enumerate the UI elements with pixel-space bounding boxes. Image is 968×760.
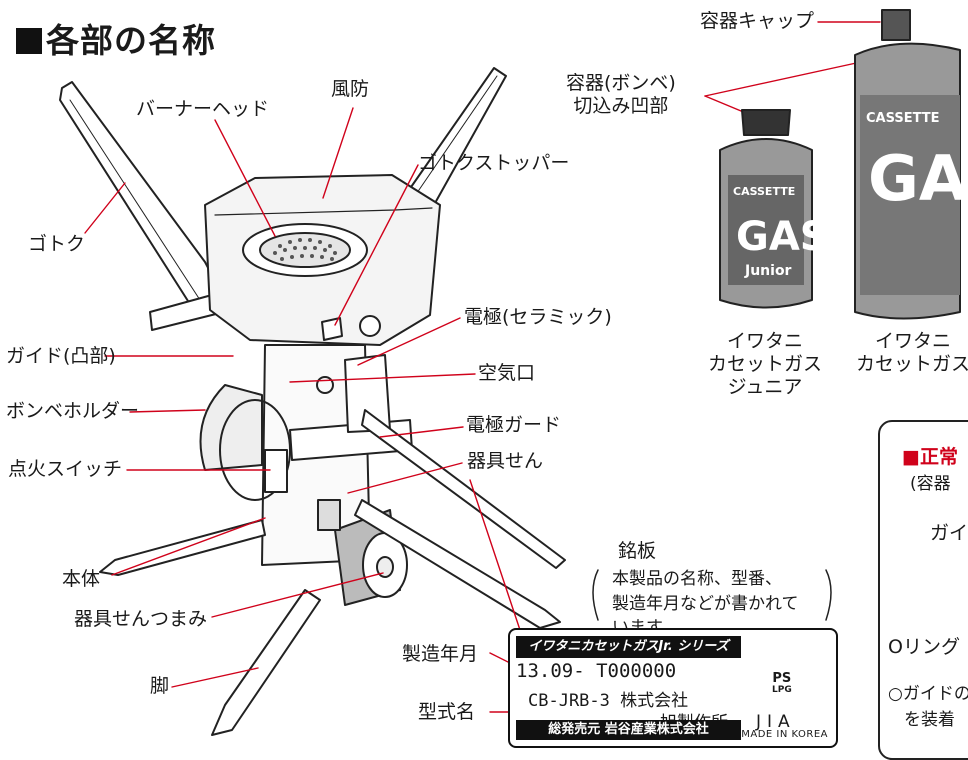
nameplate-footer: 総発売元 岩谷産業株式会社 [516,720,741,740]
label-model-name: 型式名 [418,701,476,723]
label-burner-head: バーナーヘッド [136,98,270,120]
label-manufacture-date: 製造年月 [402,643,479,665]
leg-front [211,589,321,736]
label-bombe-holder: ボンベホルダー [6,400,140,422]
nameplate-date-line: 13.09- T000000 [516,660,677,682]
regular-caption-line2: カセットガス [855,352,968,375]
label-gotoku-stopper: ゴトクストッパー [418,152,570,174]
junior-caption-line3: ジュニア [727,375,803,398]
label-nameplate: 銘板 [618,540,657,562]
ps-lpg-mark: PS LPG [772,671,792,696]
label-valve-knob: 器具せんつまみ [74,608,208,630]
title-square-icon [16,28,42,54]
infobox-oring: Oリング [888,636,960,658]
nameplate-model-line: CB-JRB-3 株式会社 [528,691,689,711]
label-guide: ガイド(凸部) [6,345,116,367]
gotoku-stopper [321,317,343,341]
label-windscreen: 風防 [331,78,370,100]
label-can-cap: 容器キャップ [700,10,815,32]
normal-setup-box: ■正常 (容器 ガイ Oリング ○ガイドの を装着 [878,420,968,760]
label-electrode-guard: 電極ガード [466,414,562,436]
label-valve: 器具せん [467,450,544,472]
title-text: 各部の名称 [46,21,216,60]
label-can-notch-line1: 容器(ボンベ) [566,72,676,94]
label-gotoku: ゴトク [28,233,86,255]
jia-mark: JIA [756,712,796,732]
leg-left [99,519,266,576]
ps-mark-text: PS [772,671,792,686]
junior-caption-line1: イワタニ [726,330,803,352]
label-can-notch: 容器(ボンベ) 切込み凹部 [566,72,676,118]
regular-can [854,9,961,320]
made-in-label: MADE IN KOREA [741,729,828,740]
infobox-note-line2: を装着 [904,710,955,730]
ignition-switch [264,449,288,493]
nameplate-note-line1: 本製品の名称、型番、 [612,569,782,589]
nameplate-header: イワタニカセットガスJr. シリーズ [516,636,741,658]
regular-print-big: GAS [868,142,968,215]
label-electrode: 電極(セラミック) [464,306,612,328]
label-body: 本体 [62,568,101,590]
junior-can [719,109,813,309]
junior-print-sub: Junior [744,263,792,279]
infobox-heading: ■正常 [902,446,958,468]
label-ignition-switch: 点火スイッチ [8,458,123,480]
nameplate: イワタニカセットガスJr. シリーズ 13.09- T000000 CB-JRB… [508,628,838,748]
regular-can-caption: イワタニ カセットガス [848,330,968,376]
nameplate-note-line2: 製造年月などが書かれて [612,593,799,614]
bombe-holder [199,384,263,471]
label-leg: 脚 [150,675,170,697]
junior-print-big: GAS [736,214,829,260]
page-title: 各部の名称 [16,14,216,62]
label-air-inlet: 空気口 [478,362,536,384]
infobox-note-line1: ○ガイドの [888,684,968,704]
junior-can-caption: イワタニ カセットガス ジュニア [700,330,830,398]
infobox-sub: (容器 [910,474,951,494]
lpg-mark-text: LPG [772,685,792,696]
leg-right-back [361,409,566,569]
infobox-guide: ガイ [930,522,968,544]
label-can-notch-line2: 切込み凹部 [573,94,669,117]
junior-caption-line2: カセットガス [707,352,822,375]
regular-print-top: CASSETTE [866,111,940,126]
regular-caption-line1: イワタニ [874,330,951,352]
junior-print-top: CASSETTE [733,185,795,198]
